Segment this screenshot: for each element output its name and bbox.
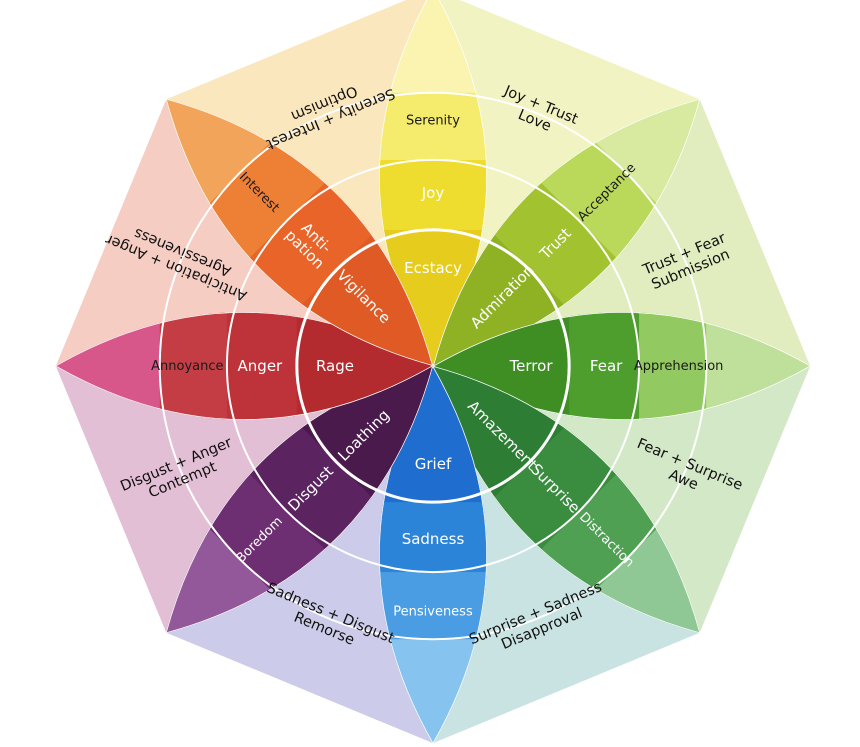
label-joy-outer: Serenity [406, 113, 460, 128]
label-anger-middle: Anger [238, 357, 284, 375]
petal-band-fear-1 [569, 312, 661, 420]
petal-outline-sadness [379, 366, 487, 744]
label-sadness-outer: Pensiveness [393, 604, 473, 619]
ring-circle-1 [225, 158, 641, 574]
label-fear-inner: Terror [509, 357, 554, 375]
label-anger-inner: Rage [316, 357, 354, 375]
petal-outline-anger [55, 312, 433, 420]
petal-outline-joy [379, 0, 487, 366]
label-sadness-middle: Sadness [402, 530, 465, 548]
ring-circle-2 [158, 91, 708, 641]
label-sadness-inner: Grief [415, 455, 452, 473]
ring-circles [158, 91, 708, 641]
label-anger-outer: Annoyance [151, 359, 223, 374]
ring-circle-0 [295, 228, 571, 504]
label-fear-outer: Apprehension [634, 359, 724, 374]
petal-band-anger-1 [205, 312, 297, 420]
petal-outline-fear [433, 312, 811, 420]
label-joy-inner: Ecstacy [404, 259, 462, 277]
label-fear-middle: Fear [590, 357, 623, 375]
label-joy-middle: Joy [421, 184, 445, 202]
